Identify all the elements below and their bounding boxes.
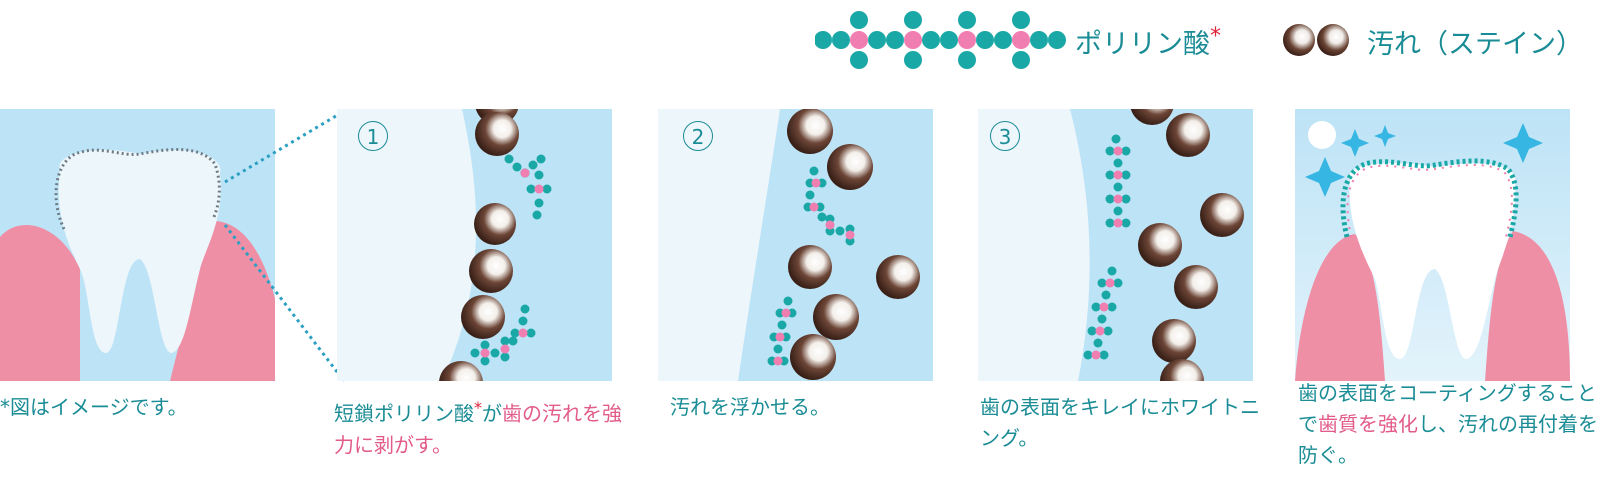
caption-step2: 汚れを浮かせる。 xyxy=(670,395,830,419)
stain-particle xyxy=(469,249,513,293)
stain-particle xyxy=(1152,319,1196,363)
step2-panel xyxy=(658,109,933,381)
polyphosphate-molecule xyxy=(504,154,552,220)
gum-shape xyxy=(170,220,275,381)
caption-step1: 短鎖ポリリン酸*が歯の汚れを強力に剥がす。 xyxy=(334,398,622,457)
tooth-shape xyxy=(1349,163,1516,360)
sparkle-icon xyxy=(1503,123,1543,163)
stain-particle xyxy=(1174,265,1218,309)
stain-particle xyxy=(1160,359,1204,381)
sparkle-icon xyxy=(1305,157,1345,197)
polyphosphate-molecule xyxy=(767,296,797,366)
sparkle-icon xyxy=(1341,129,1369,157)
zoom-guide-lines xyxy=(223,108,347,382)
coating-outline xyxy=(1340,158,1519,238)
gum-shape xyxy=(1295,234,1385,381)
tooth-surface xyxy=(978,109,1090,381)
step2-number-badge: 2 xyxy=(683,121,713,151)
step3-panel xyxy=(978,109,1253,381)
stain-particle xyxy=(461,295,505,339)
tooth-surface xyxy=(658,109,780,381)
caption-disclaimer: *図はイメージです。 xyxy=(0,395,188,419)
stain-particle xyxy=(475,112,519,156)
legend: ポリリン酸* 汚れ（ステイン） xyxy=(815,8,1610,72)
legend-stain: 汚れ（ステイン） xyxy=(1367,29,1583,60)
gum-shape xyxy=(1485,231,1570,381)
stain-particle xyxy=(1166,113,1210,157)
stain-particle xyxy=(813,294,859,340)
stain-particle xyxy=(787,109,833,154)
stain-particle xyxy=(1138,223,1182,267)
tooth-overview-panel xyxy=(0,109,275,381)
step1-panel xyxy=(337,109,612,381)
polyphosphate-molecule xyxy=(1083,266,1123,360)
stain-particle xyxy=(1130,109,1174,125)
polyphosphate-molecule xyxy=(803,166,855,246)
sparkle-icon xyxy=(1308,121,1336,149)
stain-particle xyxy=(439,361,483,381)
polyphosphate-molecule xyxy=(470,304,536,366)
stain-particle xyxy=(876,255,920,299)
stain-particle xyxy=(788,245,832,289)
polyphosphate-molecule xyxy=(1105,134,1131,228)
gum-shape xyxy=(0,225,80,381)
stain-particle-icon xyxy=(1283,24,1349,56)
tooth-shape xyxy=(58,149,221,354)
step1-number-badge: 1 xyxy=(358,121,388,151)
polyphosphate-molecule-icon xyxy=(815,11,1066,69)
tooth-surface xyxy=(337,109,477,381)
legend-polyphosphate: ポリリン酸* xyxy=(1075,24,1221,60)
stain-particle xyxy=(1200,193,1244,237)
caption-result: 歯の表面をコーティングすることで歯質を強化し、汚れの再付着を防ぐ。 xyxy=(1298,381,1598,467)
stain-particle xyxy=(790,334,836,380)
stain-particle xyxy=(827,144,873,190)
coating-outline xyxy=(1346,164,1513,238)
sparkle-icon xyxy=(1374,125,1396,147)
stain-particle xyxy=(474,203,516,245)
step3-number-badge: 3 xyxy=(990,121,1020,151)
caption-step3: 歯の表面をキレイにホワイトニング。 xyxy=(980,395,1260,450)
polyphosphate-molecule xyxy=(815,11,1066,69)
result-tooth-panel xyxy=(1295,109,1570,381)
